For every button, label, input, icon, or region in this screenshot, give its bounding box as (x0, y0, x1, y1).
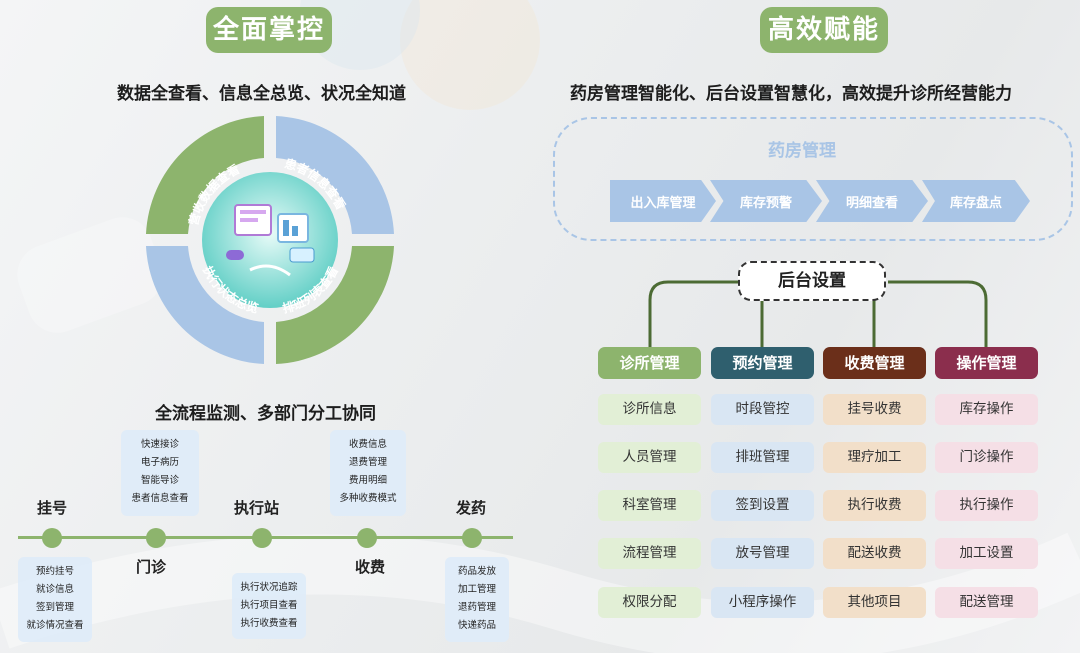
cell-clinic-flow: 流程管理 (598, 538, 701, 569)
pharmacy-step-inventory: 库存盘点 (922, 180, 1030, 222)
ring-segment-patient (276, 116, 394, 234)
timeline-label-outpatient: 门诊 (136, 558, 167, 576)
ring-segment-execution (146, 246, 264, 364)
category-appointment: 预约管理 (711, 347, 814, 379)
backend-connectors (648, 280, 988, 348)
timeline-label-billing: 收费 (355, 558, 386, 576)
timeline-label-dispensing: 发药 (456, 499, 487, 517)
cell-op-execution: 执行操作 (935, 490, 1038, 521)
timeline-dot-billing (357, 528, 377, 548)
cell-clinic-info: 诊所信息 (598, 394, 701, 425)
pharmacy-step-detail: 明细查看 (816, 180, 928, 222)
cell-appt-timeslot: 时段管控 (711, 394, 814, 425)
backend-title: 后台设置 (738, 261, 886, 301)
cell-appt-miniprogram: 小程序操作 (711, 587, 814, 618)
cell-bill-therapy: 理疗加工 (823, 442, 926, 473)
pharmacy-title: 药房管理 (768, 141, 836, 161)
ring-segment-revenue (146, 116, 264, 234)
cell-op-inventory: 库存操作 (935, 394, 1038, 425)
pharmacy-panel (553, 117, 1073, 241)
cell-clinic-dept: 科室管理 (598, 490, 701, 521)
pharmacy-step-stock-io: 出入库管理 (610, 180, 716, 222)
info-box-billing: 收费信息 退费管理 费用明细 多种收费模式 (330, 430, 406, 516)
cell-op-delivery: 配送管理 (935, 587, 1038, 618)
info-box-outpatient: 快速接诊 电子病历 智能导诊 患者信息查看 (121, 430, 199, 516)
cell-appt-schedule: 排班管理 (711, 442, 814, 473)
timeline-dot-registration (42, 528, 62, 548)
timeline-label-registration: 挂号 (37, 499, 68, 517)
left-title: 全面掌控 (206, 7, 332, 53)
info-box-execution: 执行状况追踪 执行项目查看 执行收费查看 (232, 573, 306, 639)
info-box-dispensing: 药品发放 加工管理 退药管理 快递药品 (445, 557, 509, 642)
cell-bill-delivery: 配送收费 (823, 538, 926, 569)
ring-segment-schedule (276, 246, 394, 364)
dashboard-illustration-icon (226, 204, 315, 277)
category-billing: 收费管理 (823, 347, 926, 379)
cell-clinic-permission: 权限分配 (598, 587, 701, 618)
cell-bill-registration: 挂号收费 (823, 394, 926, 425)
left-subtitle: 数据全查看、信息全总览、状况全知道 (117, 84, 406, 104)
timeline-dot-execution (252, 528, 272, 548)
cell-appt-checkin: 签到设置 (711, 490, 814, 521)
cell-bill-other: 其他项目 (823, 587, 926, 618)
timeline-dot-outpatient (146, 528, 166, 548)
timeline-dot-dispensing (462, 528, 482, 548)
data-ring: 营收数据查看 患者信息查看 执行状态总览 排班列表查看 (146, 116, 394, 364)
cell-bill-execution: 执行收费 (823, 490, 926, 521)
flow-title: 全流程监测、多部门分工协同 (155, 404, 376, 424)
timeline-label-execution: 执行站 (234, 499, 280, 517)
right-subtitle: 药房管理智能化、后台设置智慧化，高效提升诊所经营能力 (570, 84, 1012, 104)
cell-op-processing: 加工设置 (935, 538, 1038, 569)
cell-appt-release: 放号管理 (711, 538, 814, 569)
info-box-registration: 预约挂号 就诊信息 签到管理 就诊情况查看 (18, 557, 92, 642)
cell-op-outpatient: 门诊操作 (935, 442, 1038, 473)
pharmacy-step-stock-alert: 库存预警 (710, 180, 822, 222)
category-clinic: 诊所管理 (598, 347, 701, 379)
category-operation: 操作管理 (935, 347, 1038, 379)
right-title: 高效赋能 (760, 7, 888, 53)
cell-clinic-staff: 人员管理 (598, 442, 701, 473)
